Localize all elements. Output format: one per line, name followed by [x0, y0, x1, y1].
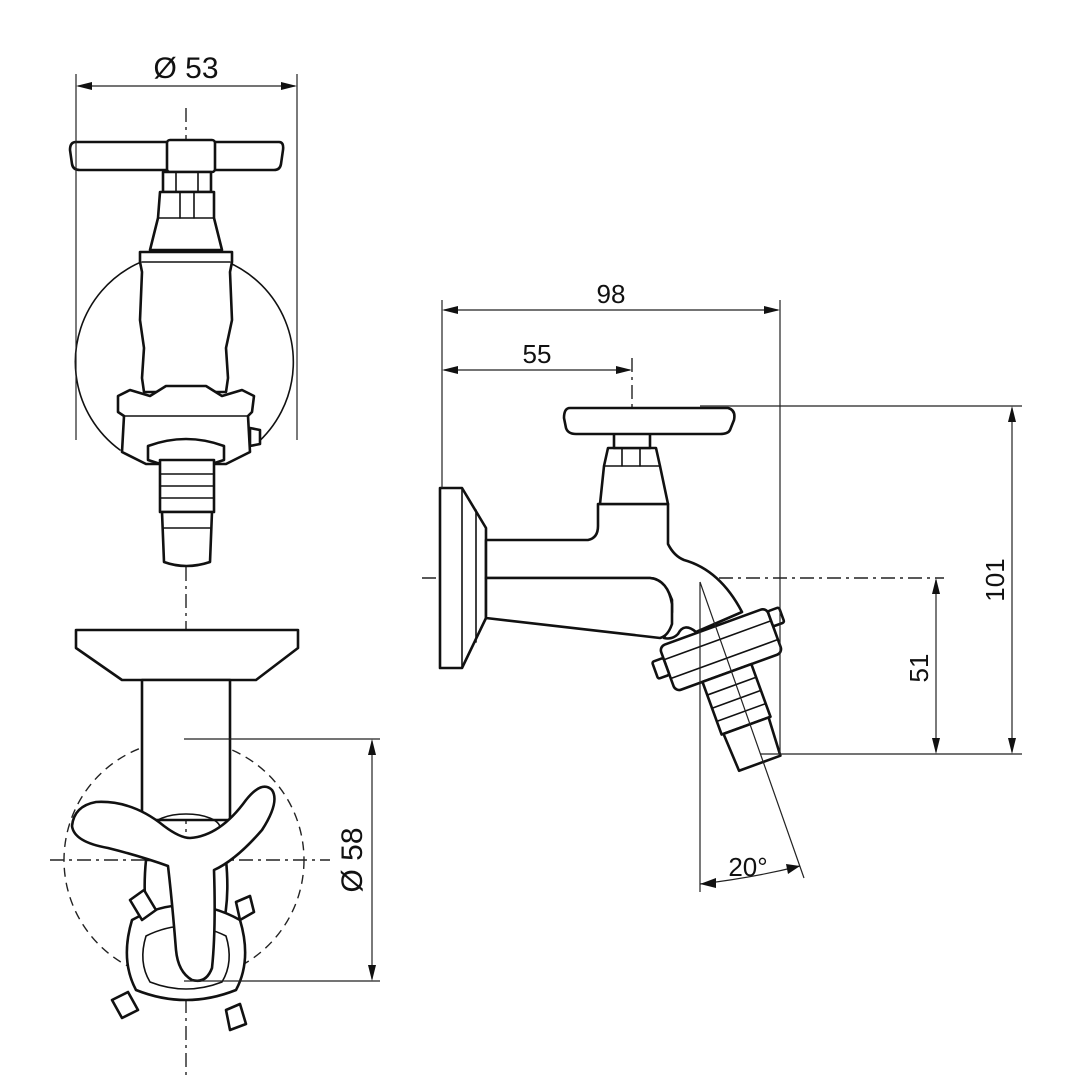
top-pipe [140, 678, 232, 822]
side-view [422, 358, 944, 773]
top-handle [70, 785, 276, 983]
front-stem-collar [161, 170, 213, 194]
top-wall-plate [74, 628, 300, 682]
dim-front-diameter-label: Ø 53 [153, 52, 218, 85]
top-lug-1 [128, 888, 158, 922]
dim-flange-diameter-label: Ø 58 [336, 827, 369, 892]
side-hex-nut [598, 446, 670, 506]
dim-axis-to-outlet: 51 [904, 578, 940, 754]
front-hex-nut [148, 190, 224, 252]
dim-axis-to-outlet-label: 51 [904, 654, 934, 683]
front-body [138, 250, 234, 394]
dim-overall-length: 98 [441, 279, 781, 754]
dim-flange-diameter: Ø 58 [184, 738, 380, 982]
top-view [50, 628, 330, 1032]
front-nozzle-tip [160, 510, 214, 568]
front-view [68, 108, 295, 1078]
top-lug-2 [234, 894, 256, 922]
top-lug-4 [224, 1002, 248, 1032]
dim-wall-to-axis: 55 [442, 339, 632, 374]
front-handle-hub [165, 138, 217, 174]
dim-wall-to-axis-label: 55 [523, 339, 552, 369]
dim-front-diameter: Ø 53 [75, 52, 298, 440]
side-handle [562, 406, 736, 436]
dim-overall-length-label: 98 [597, 279, 626, 309]
dim-overall-height: 101 [700, 405, 1022, 755]
side-wall-flange [438, 486, 488, 670]
dim-outlet-angle: 20° [699, 581, 805, 892]
dim-overall-height-label: 101 [980, 558, 1010, 601]
dim-outlet-angle-label: 20° [728, 852, 767, 882]
top-lug-3 [110, 990, 140, 1020]
side-nozzle [701, 662, 782, 773]
